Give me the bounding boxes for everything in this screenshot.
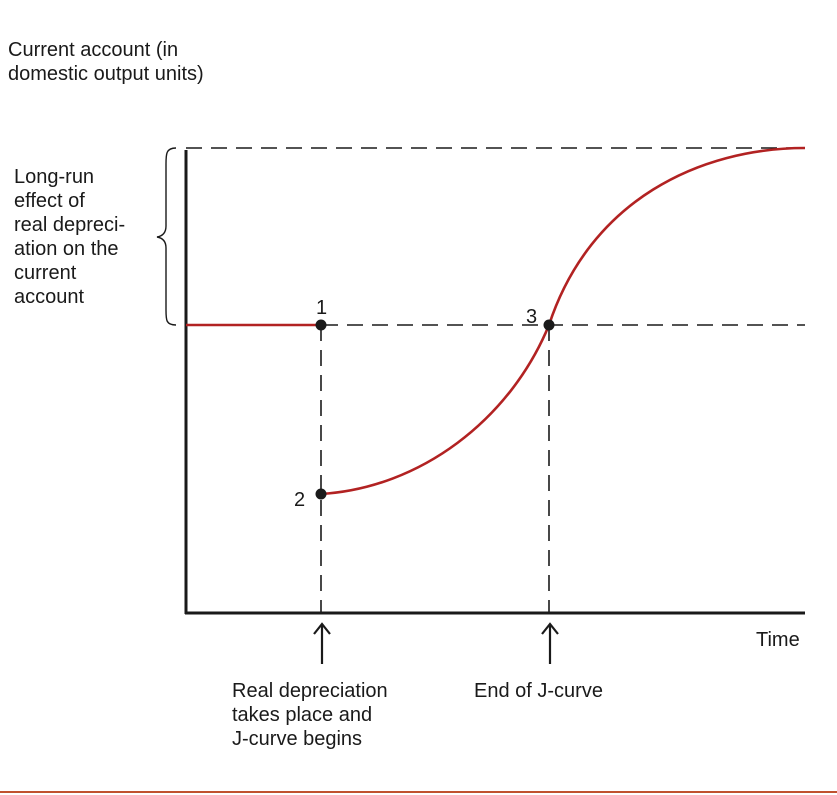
long-run-effect-label: Long-run effect of real depreci- ation o… [14, 166, 126, 308]
point-1 [315, 319, 327, 331]
point-3 [543, 319, 555, 331]
point-3-label: 3 [526, 306, 537, 328]
start-marker-caption: Real depreciation takes place and J-curv… [232, 680, 388, 750]
point-2 [315, 488, 327, 500]
start-arrow-head [313, 622, 331, 635]
end-arrow-head [541, 622, 559, 635]
point-2-label: 2 [294, 489, 305, 511]
x-axis-label: Time [756, 629, 800, 651]
long-run-brace [156, 147, 177, 326]
end-marker-caption: End of J-curve [474, 680, 603, 702]
point-1-label: 1 [316, 297, 327, 319]
y-axis-label: Current account (in domestic output unit… [8, 39, 204, 85]
j-curve [320, 146, 806, 496]
